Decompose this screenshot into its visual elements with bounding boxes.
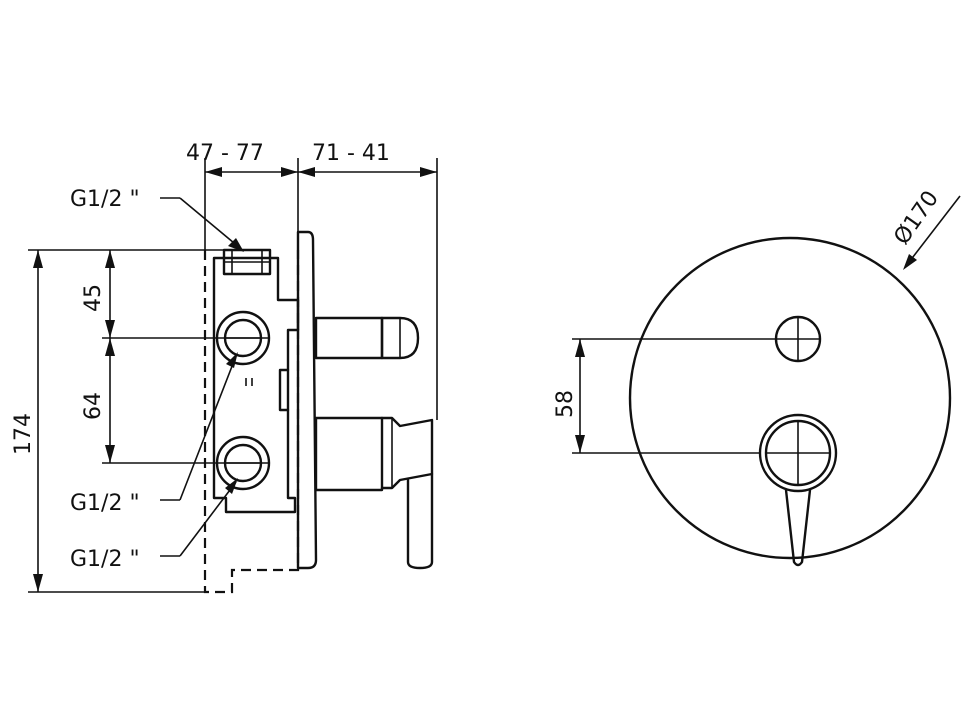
dim-control-spacing: 58: [553, 390, 578, 418]
dim-depth-range-2: 71 - 41: [312, 141, 390, 166]
dim-upper-offset: 45: [81, 284, 106, 312]
dim-diameter: Ø170: [889, 187, 943, 250]
lever-handle-front: [758, 413, 838, 567]
diverter-knob-side: [314, 316, 420, 360]
port-top-label: G1/2 ": [70, 187, 140, 212]
front-view: 58 Ø170: [553, 187, 961, 567]
diverter-knob-front: [774, 315, 822, 363]
cover-plate: [296, 230, 318, 570]
side-view: 47 - 77 71 - 41 174 45 64 G1/2 " G1/2 ": [11, 141, 438, 594]
dim-port-spacing: 64: [81, 392, 106, 420]
dim-total-height: 174: [11, 413, 36, 455]
port-middle-label: G1/2 ": [70, 491, 140, 516]
installation-box-outline: [203, 250, 300, 594]
cover-plate-front: [628, 236, 952, 560]
mixer-body: [212, 256, 300, 514]
lever-handle-side: [314, 416, 434, 570]
port-bottom-label: G1/2 ": [70, 547, 140, 572]
dim-depth-range-1: 47 - 77: [186, 141, 264, 166]
